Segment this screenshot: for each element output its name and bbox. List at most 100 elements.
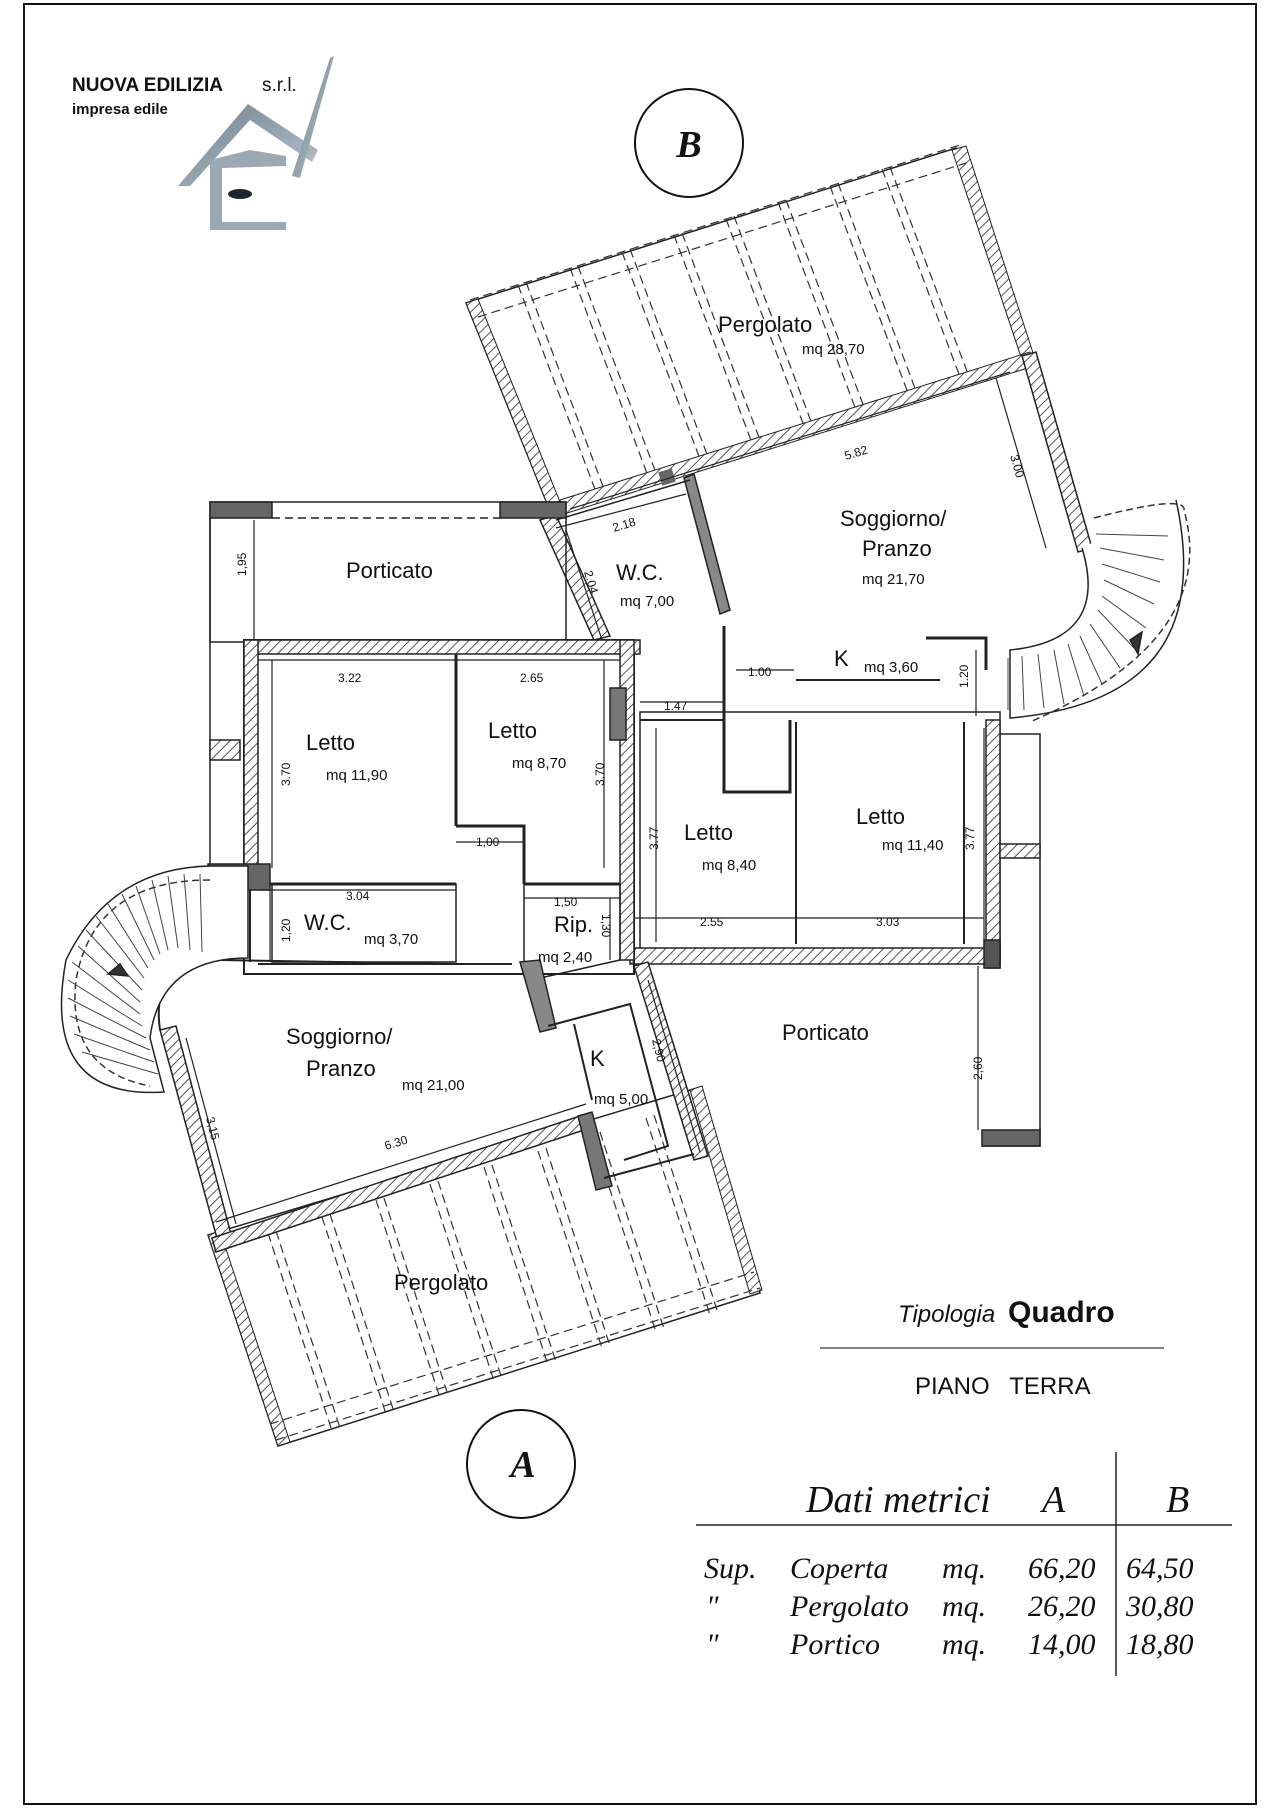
room-soggiorno-a-name-2: Pranzo bbox=[306, 1056, 376, 1081]
room-pergolato-top-name: Pergolato bbox=[718, 312, 812, 337]
dim-218: 2.18 bbox=[611, 515, 638, 535]
company-name: NUOVA EDILIZIA bbox=[72, 75, 223, 96]
metrics-row-label: Coperta bbox=[790, 1552, 888, 1585]
dim-255: 2.55 bbox=[700, 915, 724, 929]
pergola-top bbox=[465, 144, 1035, 515]
room-wc-a-name: W.C. bbox=[304, 910, 352, 935]
pergola-bottom bbox=[207, 1085, 763, 1447]
dim-265: 2.65 bbox=[520, 671, 544, 685]
room-letto-4-name: Letto bbox=[856, 804, 905, 829]
metrics-row-unit: mq. bbox=[942, 1590, 986, 1623]
section-label-b: B bbox=[675, 124, 701, 166]
dim-322: 3.22 bbox=[338, 671, 362, 685]
dim-377b: 3.77 bbox=[963, 826, 977, 850]
dim-150: 1,50 bbox=[554, 895, 578, 909]
dim-370a: 3.70 bbox=[279, 762, 293, 786]
dim-582: 5.82 bbox=[843, 443, 870, 463]
dim-303: 3.03 bbox=[876, 915, 900, 929]
metrics-row-value-a: 66,20 bbox=[1028, 1552, 1096, 1585]
title-block: Tipologia Quadro PIANO TERRA bbox=[820, 1296, 1164, 1400]
room-wc-a-area: mq 3,70 bbox=[364, 931, 418, 948]
metrics-row: " Pergolato mq. 26,20 30,80 bbox=[706, 1590, 1194, 1623]
spiral-stair-b bbox=[1007, 499, 1191, 723]
metrics-col-a: A bbox=[1039, 1479, 1066, 1521]
metrics-row: " Portico mq. 14,00 18,80 bbox=[706, 1628, 1194, 1661]
room-letto-2-area: mq 8,70 bbox=[512, 755, 566, 772]
metrics-heading: Dati metrici bbox=[805, 1479, 991, 1521]
room-labels: Pergolato mq 28,70 Soggiorno/ Pranzo mq … bbox=[286, 312, 947, 1295]
room-soggiorno-a-area: mq 21,00 bbox=[402, 1077, 465, 1094]
room-letto-1-area: mq 11,90 bbox=[326, 767, 387, 784]
tipologia-name: Quadro bbox=[1008, 1296, 1115, 1329]
room-soggiorno-a-name-1: Soggiorno/ bbox=[286, 1024, 393, 1049]
dim-290: 2,90 bbox=[649, 1037, 668, 1063]
metrics-col-b: B bbox=[1166, 1479, 1189, 1521]
metrics-row-value-b: 30,80 bbox=[1125, 1590, 1194, 1623]
room-porticato-a-name: Porticato bbox=[782, 1020, 869, 1045]
house-logo-mark bbox=[178, 56, 334, 230]
room-letto-2-name: Letto bbox=[488, 718, 537, 743]
room-rip-area: mq 2,40 bbox=[538, 949, 592, 966]
room-k-b-name: K bbox=[834, 646, 849, 671]
tipologia-label: Tipologia bbox=[898, 1301, 995, 1328]
room-porticato-b-name: Porticato bbox=[346, 558, 433, 583]
unit-a-walls bbox=[60, 501, 709, 1253]
dim-120a: 1.20 bbox=[957, 664, 971, 688]
room-wc-b-area: mq 7,00 bbox=[620, 593, 674, 610]
room-letto-1-name: Letto bbox=[306, 730, 355, 755]
room-letto-3-area: mq 8,40 bbox=[702, 857, 756, 874]
dim-630: 6.30 bbox=[383, 1133, 410, 1153]
dim-100b: 1,00 bbox=[476, 835, 500, 849]
dim-315: 3,15 bbox=[203, 1115, 222, 1141]
metrics-row: Sup. Coperta mq. 66,20 64,50 bbox=[704, 1552, 1194, 1585]
room-pergolato-bottom-name: Pergolato bbox=[394, 1270, 488, 1295]
room-k-a-name: K bbox=[590, 1046, 605, 1071]
room-rip-name: Rip. bbox=[554, 912, 593, 937]
room-soggiorno-b-area: mq 21,70 bbox=[862, 571, 925, 588]
room-letto-4-area: mq 11,40 bbox=[882, 837, 943, 854]
metrics-table: Dati metrici A B Sup. Coperta mq. 66,20 … bbox=[696, 1452, 1232, 1676]
unit-b-walls bbox=[538, 351, 1191, 1147]
section-marker-a: A bbox=[466, 1409, 576, 1519]
metrics-row-prefix: " bbox=[706, 1628, 719, 1661]
room-pergolato-top-area: mq 28,70 bbox=[802, 341, 865, 358]
dim-304: 3.04 bbox=[346, 889, 370, 903]
company-suffix: s.r.l. bbox=[262, 75, 297, 96]
metrics-row-value-a: 26,20 bbox=[1028, 1590, 1096, 1623]
metrics-row-unit: mq. bbox=[942, 1552, 986, 1585]
metrics-row-value-b: 64,50 bbox=[1126, 1552, 1194, 1585]
metrics-row-value-a: 14,00 bbox=[1028, 1628, 1096, 1661]
company-logo: NUOVA EDILIZIA s.r.l. impresa edile bbox=[72, 56, 334, 230]
dim-370b: 3.70 bbox=[593, 762, 607, 786]
metrics-row-prefix: " bbox=[706, 1590, 719, 1623]
room-wc-b-name: W.C. bbox=[616, 560, 664, 585]
dimension-labels: 5.82 3.00 2.18 2.04 1,95 1.00 1.20 1.47 … bbox=[203, 443, 1027, 1153]
metrics-row-value-b: 18,80 bbox=[1126, 1628, 1194, 1661]
room-letto-3-name: Letto bbox=[684, 820, 733, 845]
room-k-a-area: mq 5,00 bbox=[594, 1091, 648, 1108]
room-soggiorno-b-name-2: Pranzo bbox=[862, 536, 932, 561]
dim-195: 1,95 bbox=[235, 552, 249, 576]
dimension-lines bbox=[185, 371, 1047, 1225]
dim-260: 2,60 bbox=[971, 1056, 985, 1080]
sheet-frame bbox=[23, 3, 1257, 1805]
section-label-a: A bbox=[508, 1444, 535, 1486]
spiral-stair-a bbox=[60, 865, 249, 1094]
dim-147: 1.47 bbox=[664, 699, 688, 713]
floor-label: PIANO TERRA bbox=[915, 1373, 1091, 1400]
dim-204: 2.04 bbox=[581, 569, 601, 596]
company-tagline: impresa edile bbox=[72, 101, 168, 118]
dim-300: 3.00 bbox=[1007, 453, 1027, 480]
metrics-row-label: Pergolato bbox=[789, 1590, 909, 1623]
dim-130: 1,30 bbox=[599, 914, 613, 938]
dim-377a: 3.77 bbox=[647, 826, 661, 850]
room-k-b-area: mq 3,60 bbox=[864, 659, 918, 676]
room-soggiorno-b-name-1: Soggiorno/ bbox=[840, 506, 947, 531]
metrics-row-unit: mq. bbox=[942, 1628, 986, 1661]
metrics-row-prefix: Sup. bbox=[704, 1552, 757, 1585]
section-marker-b: B bbox=[634, 88, 744, 198]
dim-120b: 1,20 bbox=[279, 918, 293, 942]
metrics-row-label: Portico bbox=[789, 1628, 880, 1661]
dim-100a: 1.00 bbox=[748, 665, 772, 679]
